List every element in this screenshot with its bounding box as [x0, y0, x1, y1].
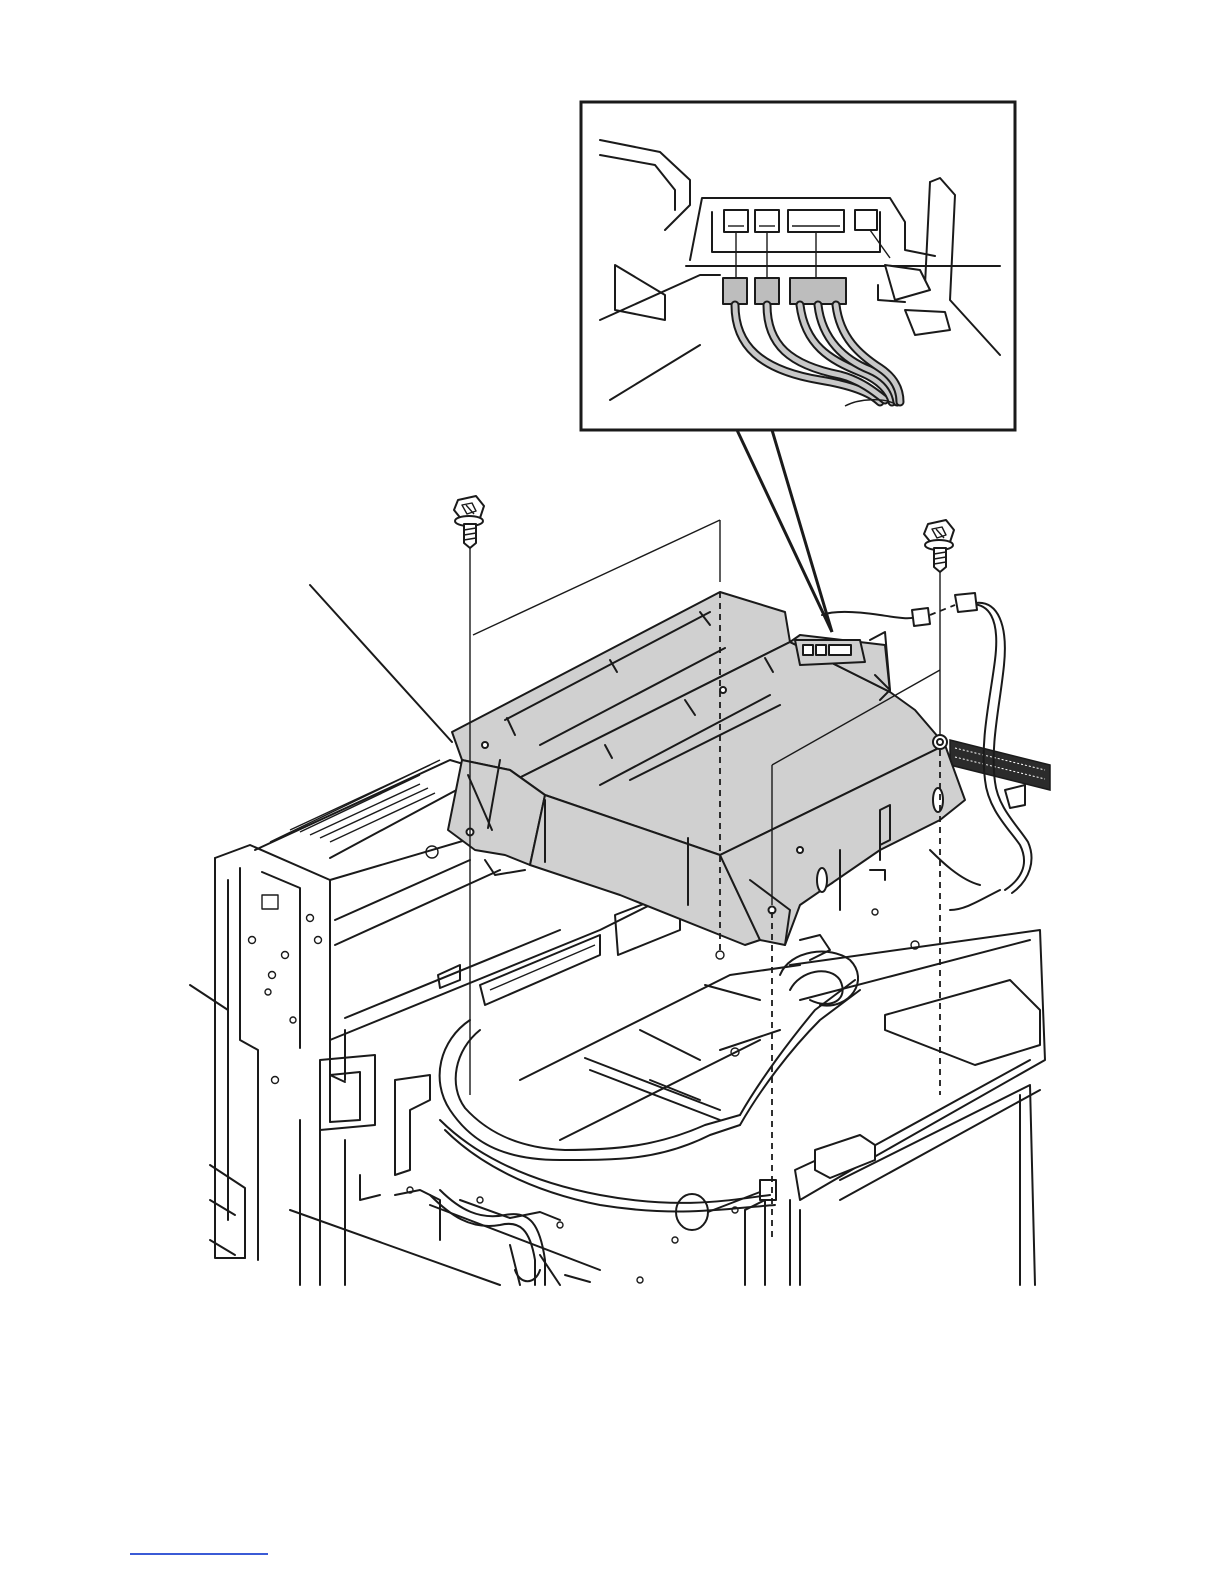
- gray-enclosure: [448, 592, 965, 960]
- screw-left: [454, 496, 484, 548]
- callout-leader: [310, 585, 452, 742]
- vent-grill: [950, 740, 1050, 790]
- detail-inset: [581, 102, 1015, 430]
- page-link-rule[interactable]: [130, 1553, 268, 1555]
- screw-right: [924, 520, 954, 572]
